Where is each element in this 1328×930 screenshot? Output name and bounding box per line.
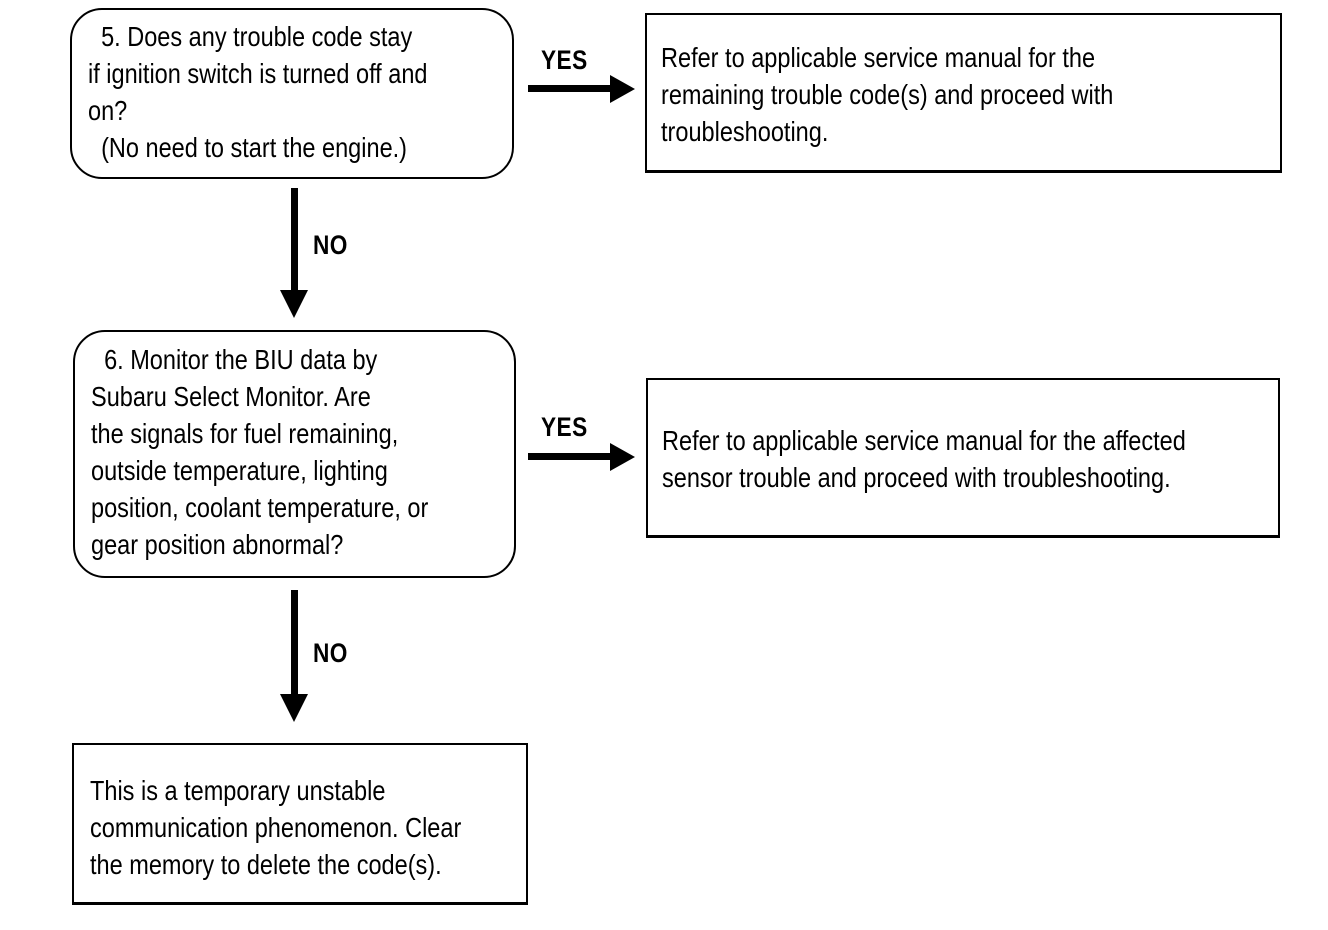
edge-no2-arrowhead-icon [280, 694, 308, 722]
decision-box-step5: 5. Does any trouble code stay if ignitio… [70, 8, 514, 179]
terminal-clear-memory-text: This is a temporary unstable communicati… [90, 775, 462, 880]
terminal-box-clear-memory: This is a temporary unstable communicati… [72, 743, 528, 905]
edge-yes1-arrowhead-icon [610, 75, 635, 103]
decision-step5-text: 5. Does any trouble code stay if ignitio… [88, 21, 428, 163]
decision-step6-text: 6. Monitor the BIU data by Subaru Select… [91, 344, 429, 560]
edge-no1-label: NO [313, 230, 348, 260]
edge-no1-arrow-line [291, 188, 298, 294]
edge-no1-arrowhead-icon [280, 290, 308, 318]
edge-no2-label: NO [313, 638, 348, 668]
edge-yes2-label: YES [541, 412, 588, 442]
action-box-refer-remaining: Refer to applicable service manual for t… [645, 13, 1282, 173]
decision-box-step6: 6. Monitor the BIU data by Subaru Select… [73, 330, 516, 578]
action-box-refer-affected: Refer to applicable service manual for t… [646, 378, 1280, 538]
edge-no2-arrow-line [291, 590, 298, 698]
edge-yes1-arrow-line [528, 85, 614, 92]
edge-yes1-label: YES [541, 45, 588, 75]
action-refer-affected-text: Refer to applicable service manual for t… [662, 425, 1186, 493]
edge-yes2-arrow-line [528, 453, 614, 460]
edge-yes2-arrowhead-icon [610, 443, 635, 471]
action-refer-remaining-text: Refer to applicable service manual for t… [661, 42, 1114, 147]
